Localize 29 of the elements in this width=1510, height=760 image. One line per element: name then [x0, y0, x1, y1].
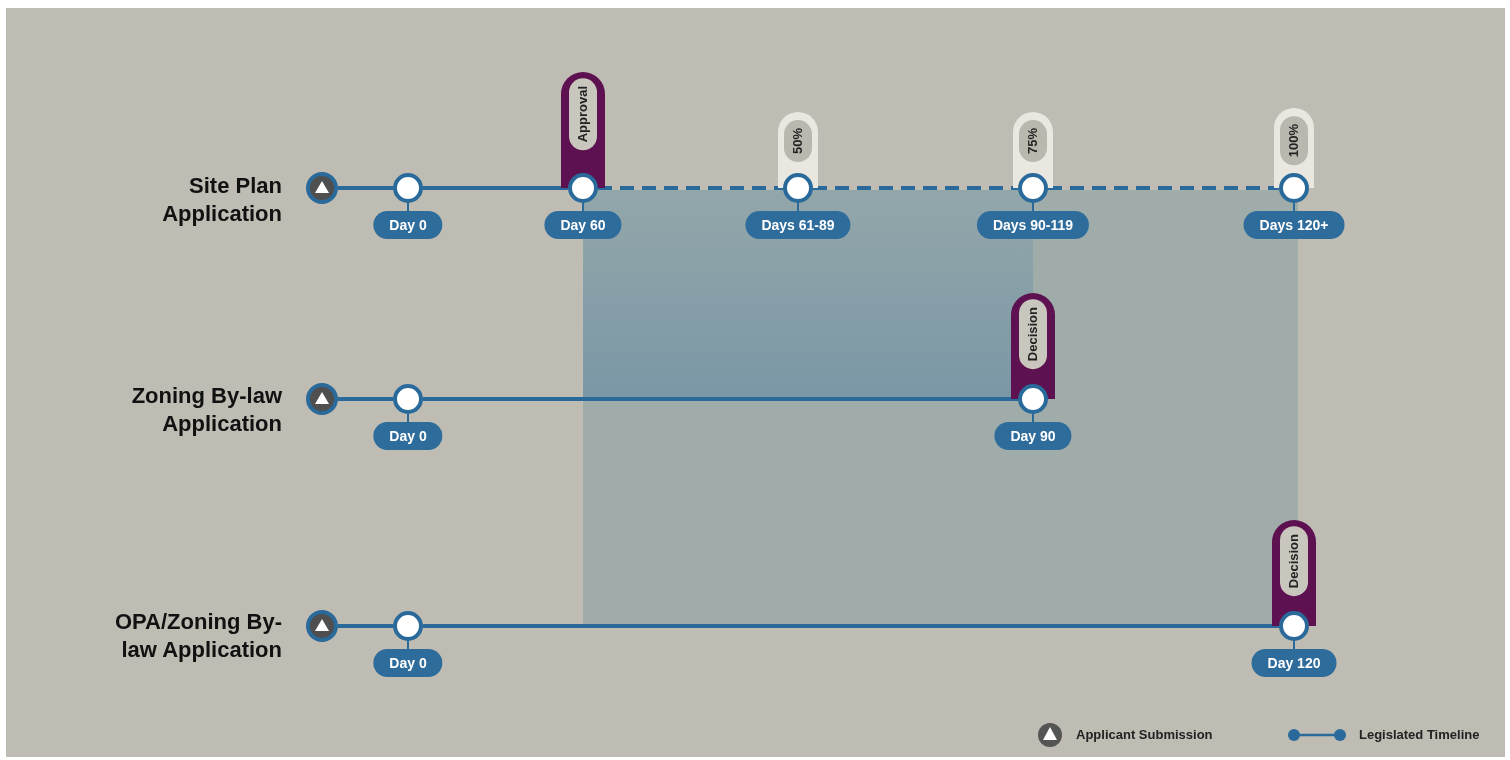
- day-pill: Day 90: [994, 422, 1072, 450]
- day-pill: Day 0: [373, 649, 443, 677]
- milestone-label: Approval: [569, 78, 597, 151]
- day-pill: Day 0: [373, 211, 443, 239]
- timeline-line: [1048, 186, 1279, 190]
- timeline-line: [423, 397, 1018, 401]
- day-pill: Day 120: [1251, 649, 1337, 677]
- timeline-line: [423, 624, 1279, 628]
- row-label: Zoning By-law Application: [130, 382, 282, 438]
- day-pill: Days 61-89: [745, 211, 851, 239]
- legend-label: Applicant Submission: [1076, 727, 1213, 742]
- milestone-label: 50%: [784, 120, 812, 163]
- timeline-line: [338, 397, 393, 401]
- row-label: OPA/Zoning By-law Application: [113, 608, 282, 664]
- milestone-label: 100%: [1280, 116, 1308, 166]
- day-pill: Days 120+: [1243, 211, 1345, 239]
- day-pill: Day 0: [373, 422, 443, 450]
- milestone-label: Decision: [1019, 299, 1047, 370]
- timeline-line: [598, 186, 783, 190]
- milestone-label: Decision: [1280, 526, 1308, 597]
- timeline-line: [338, 624, 393, 628]
- timeline-line: [338, 186, 393, 190]
- timeline-line: [423, 186, 568, 190]
- legend-label: Legislated Timeline: [1359, 727, 1480, 742]
- day-pill: Day 60: [544, 211, 622, 239]
- day-pill: Days 90-119: [976, 211, 1090, 239]
- milestone-label: 75%: [1019, 120, 1047, 163]
- row-label: Site Plan Application: [161, 172, 282, 228]
- timeline-line: [813, 186, 1018, 190]
